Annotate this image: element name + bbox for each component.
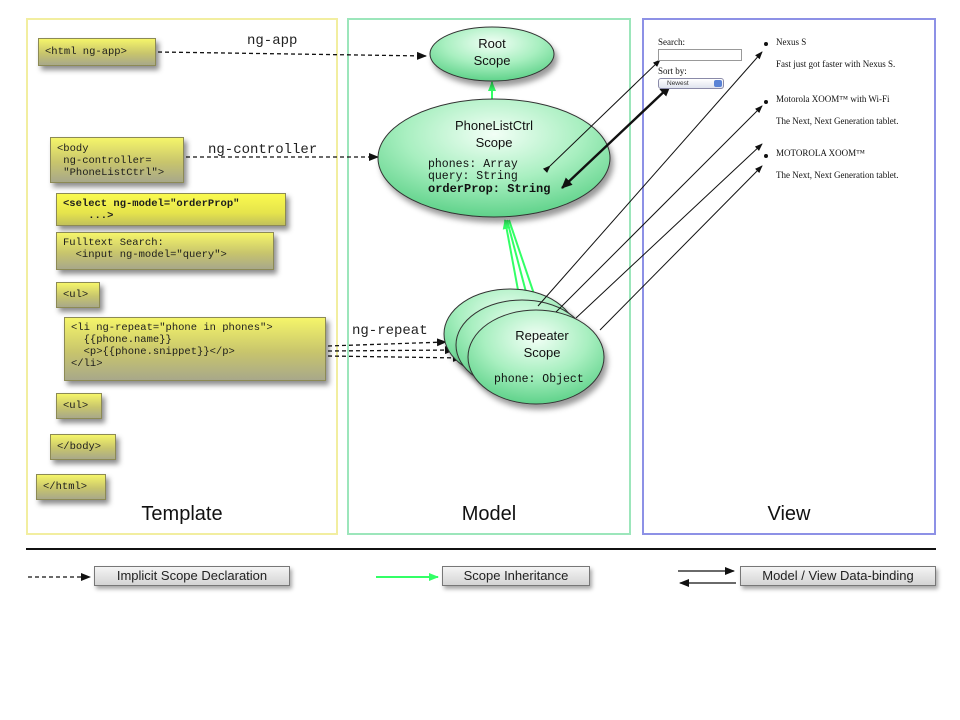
view-phone-snippet-1: Fast just got faster with Nexus S. [776,59,896,69]
repeater-binding-arrow-4 [599,165,763,331]
template-title: Template [141,503,223,525]
repeater-scope-title2: Scope [524,345,561,360]
html-close-box: </html> [36,474,106,500]
repeater-scope-front [467,309,605,405]
view-search-label: Search: [658,37,685,47]
ng-repeat-arrow-3 [327,353,463,362]
view-sort-label: Sort by: [658,66,687,76]
orderprop-prop: orderProp: String [428,182,550,196]
body-close-box: </body> [50,434,116,460]
phonelist-scope-title2: Scope [476,135,513,150]
ng-repeat-arrow-2 [327,346,455,355]
view-panel [642,18,936,535]
select-arrow-icon [714,80,722,87]
repeater-binding-arrow-1 [537,51,763,307]
inheritance-arrow-2 [506,219,527,293]
root-scope-line1: Root [478,36,506,51]
li-repeat-box: <li ng-repeat="phone in phones"> {{phone… [64,317,326,381]
model-title: Model [461,503,517,525]
view-phone-snippet-2: The Next, Next Generation tablet. [776,116,899,126]
html-tag-box: <html ng-app> [38,38,156,66]
phonelist-scope-title1: PhoneListCtrl [455,118,533,133]
ng-repeat-arrow-1 [327,338,447,347]
fulltext-search-box: Fulltext Search: <input ng-model="query"… [56,232,274,270]
select-tag-box: <select ng-model="orderProp" ...> [56,193,286,226]
phone-prop: phone: Object [494,373,584,386]
repeater-binding-arrow-2 [555,105,763,313]
ng-controller-label: ng-controller [208,142,318,158]
inheritance-arrow-1 [502,219,519,291]
repeater-binding-arrow-3 [575,143,763,319]
view-search-input[interactable] [658,49,742,61]
root-scope-line2: Scope [474,53,511,68]
view-phone-name-3: MOTOROLA XOOM™ [776,148,865,158]
legend-scope-inheritance: Scope Inheritance [442,566,590,586]
query-prop: query: String [428,170,518,183]
view-title: View [767,503,811,525]
legend-data-binding: Model / View Data-binding [740,566,936,586]
legend-implicit-scope: Implicit Scope Declaration [94,566,290,586]
view-phone-snippet-3: The Next, Next Generation tablet. [776,170,899,180]
inheritance-arrow-3 [508,219,535,295]
view-sort-select[interactable]: Newest [658,78,724,89]
bullet-icon [764,42,768,46]
ul-close-box: <ul> [56,393,102,419]
view-phone-name-1: Nexus S [776,37,807,47]
repeater-scope-title1: Repeater [515,328,569,343]
template-panel [26,18,338,535]
legend-divider [26,548,936,550]
ul-open-box: <ul> [56,282,100,308]
body-tag-box: <body ng-controller= "PhoneListCtrl"> [50,137,184,183]
view-phone-name-2: Motorola XOOM™ with Wi-Fi [776,94,890,104]
bullet-icon [764,154,768,158]
ng-app-arrow [157,51,427,60]
ng-repeat-label: ng-repeat [352,323,428,339]
root-scope-ellipse [429,26,555,82]
orderprop-binding-arrow [561,85,671,189]
phones-prop: phones: Array [428,158,518,171]
bullet-icon [764,100,768,104]
view-sort-value: Newest [667,80,689,87]
model-panel [347,18,631,535]
ng-app-label: ng-app [247,33,298,49]
